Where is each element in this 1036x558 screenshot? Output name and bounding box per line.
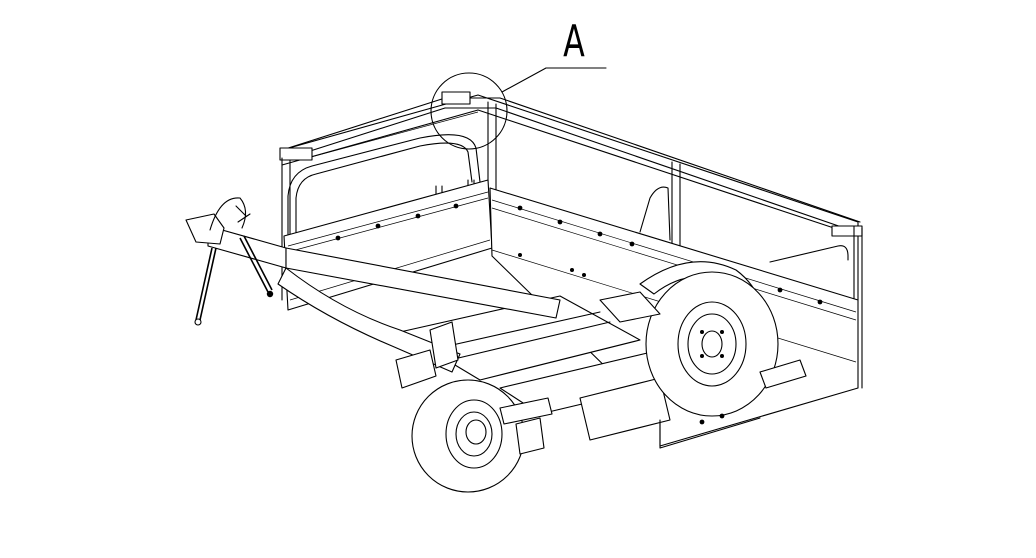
detail-callout: [430, 67, 607, 150]
callout-leader-line: [501, 67, 607, 93]
callout-label: A: [563, 16, 585, 67]
right-wheel: [599, 261, 779, 417]
rear-hardware: [395, 349, 807, 425]
left-wheel: [411, 379, 553, 493]
callout-circle: [430, 72, 508, 150]
arch-tubes: [287, 134, 849, 263]
drawbar: [207, 225, 561, 373]
coupling-assembly: [185, 197, 274, 326]
